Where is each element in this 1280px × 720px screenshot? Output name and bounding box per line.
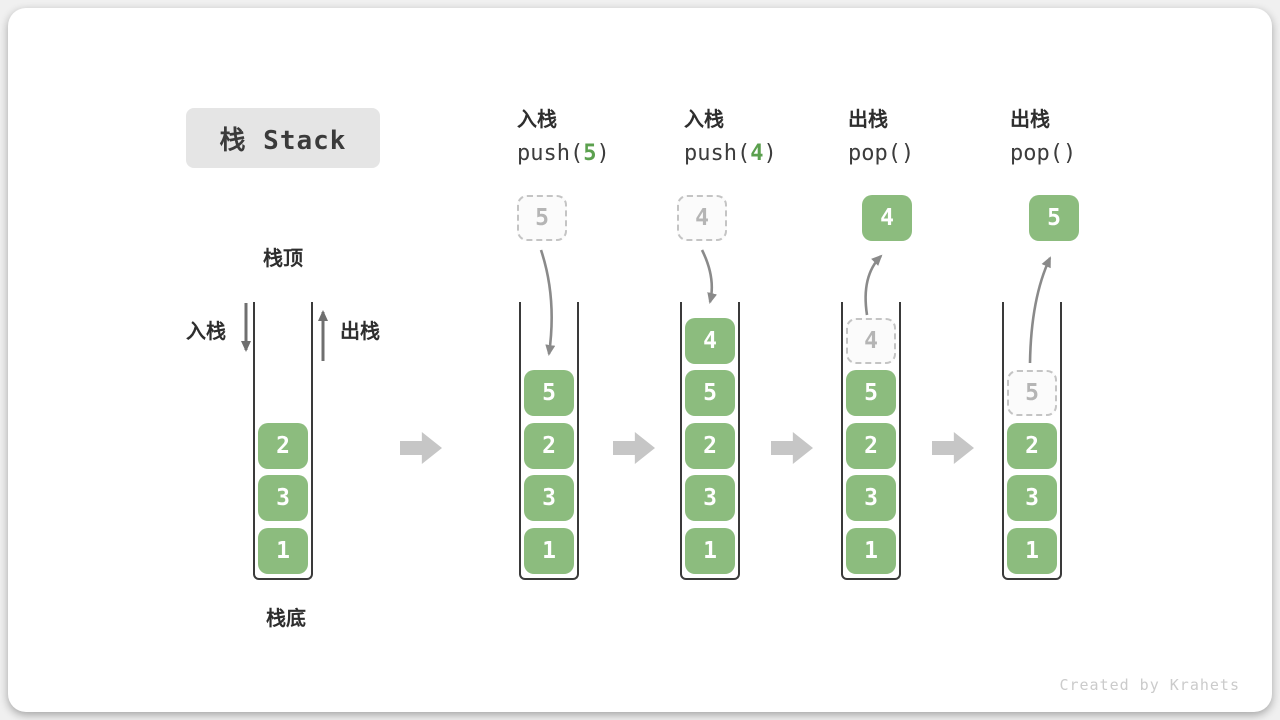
stack-item: 2 <box>524 423 574 469</box>
op-arg: 4 <box>750 141 764 166</box>
op-code: push(5) <box>517 141 610 166</box>
stack-item: 3 <box>524 475 574 521</box>
stack-item: 2 <box>1007 423 1057 469</box>
diagram-title: 栈 Stack <box>186 108 380 168</box>
stack-container-5 <box>1002 302 1062 580</box>
stack-container-3 <box>680 302 740 580</box>
op-code: pop() <box>848 141 915 166</box>
stack-item: 3 <box>1007 475 1057 521</box>
stack-item: 1 <box>258 528 308 574</box>
watermark: Created by Krahets <box>1059 676 1240 694</box>
stack-item: 2 <box>685 423 735 469</box>
floating-popped-value: 5 <box>1029 195 1079 241</box>
stack-item: 2 <box>258 423 308 469</box>
stack-item: 1 <box>846 528 896 574</box>
floating-push-value: 5 <box>517 195 567 241</box>
stack-item: 5 <box>524 370 574 416</box>
stack-item: 1 <box>1007 528 1057 574</box>
stack-item: 1 <box>524 528 574 574</box>
stack-item: 2 <box>846 423 896 469</box>
stack-top-label: 栈顶 <box>263 246 303 270</box>
stack-item: 5 <box>685 370 735 416</box>
op-label-pop2: 出栈 pop() <box>1010 106 1170 168</box>
floating-popped-value: 4 <box>862 195 912 241</box>
op-code: pop() <box>1010 141 1077 166</box>
stack-container-2 <box>519 302 579 580</box>
stack-item: 3 <box>685 475 735 521</box>
stack-item: 1 <box>685 528 735 574</box>
op-name: 出栈 <box>848 107 888 131</box>
op-name: 入栈 <box>517 107 557 131</box>
op-label-push4: 入栈 push(4) <box>684 106 844 168</box>
stack-container-4 <box>841 302 901 580</box>
stack-item-removed: 5 <box>1007 370 1057 416</box>
op-name: 出栈 <box>1010 107 1050 131</box>
op-label-pop1: 出栈 pop() <box>848 106 1008 168</box>
stack-bottom-label: 栈底 <box>266 606 306 630</box>
stack-item: 3 <box>258 475 308 521</box>
stack-item: 3 <box>846 475 896 521</box>
stack-item: 4 <box>685 318 735 364</box>
stack-item-removed: 4 <box>846 318 896 364</box>
stack-container-1 <box>253 302 313 580</box>
push-side-label: 入栈 <box>186 319 226 343</box>
op-name: 入栈 <box>684 107 724 131</box>
op-code: push(4) <box>684 141 777 166</box>
pop-side-label: 出栈 <box>340 319 380 343</box>
floating-push-value: 4 <box>677 195 727 241</box>
stack-item: 5 <box>846 370 896 416</box>
op-arg: 5 <box>583 141 597 166</box>
op-label-push5: 入栈 push(5) <box>517 106 677 168</box>
